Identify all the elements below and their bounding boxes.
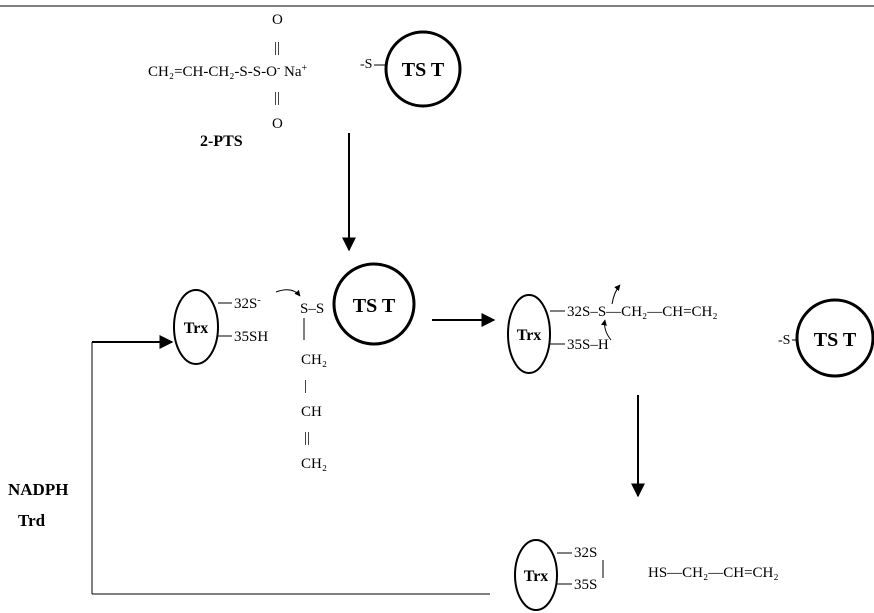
s32-label: 32S- (234, 295, 261, 313)
s35h-label: 35SH (234, 329, 268, 345)
tst-label: TS T (814, 329, 857, 351)
oxygen-bottom: O (272, 116, 283, 132)
chain-ch: CH (301, 404, 322, 420)
products-bottom: Trx 32S 35S HS—CH₂—CH=CH₂ (514, 539, 779, 611)
double-bond-bottom: || (274, 90, 280, 106)
tst-circle (384, 30, 462, 108)
s32-label: 32S (574, 545, 597, 561)
label-2pts: 2-PTS (200, 133, 243, 150)
tst-label: TS T (353, 295, 396, 317)
trx-label: Trx (184, 320, 209, 337)
trx-oval (507, 294, 551, 374)
chain-ch2-bottom: CH₂ (301, 456, 327, 472)
trx-label: Trx (517, 327, 542, 344)
double-bond-top: || (274, 40, 280, 56)
complex-trx-allyl: Trx 32S–S—CH₂—CH=CH₂ 35S–H -S TS T (507, 284, 874, 378)
thiol-row-2: 35S–H (567, 337, 609, 353)
allyl-mercaptan: HS—CH₂—CH=CH₂ (648, 565, 779, 581)
tst-circle (332, 262, 416, 346)
chain-bond: | (304, 378, 307, 394)
s35-label: 35S (574, 577, 597, 593)
chain-double-bond: || (304, 430, 310, 446)
nadph-label: NADPH (8, 480, 68, 499)
reactant-2pts: O || CH₂=CH-CH₂-S-S-O- Na+ || O 2-PTS (148, 12, 308, 150)
oxygen-top: O (272, 12, 283, 28)
tst-enzyme-top: -S TS T (360, 30, 462, 108)
tst-label: TS T (402, 59, 445, 81)
ss-label: S–S (300, 301, 324, 317)
electron-arrow-up (611, 284, 621, 305)
formula-2pts: CH₂=CH-CH₂-S-S-O- Na+ (148, 63, 308, 81)
trx-oval (514, 539, 558, 611)
complex-trx-tst: Trx 32S- 35SH S–S TS T CH₂ | CH || CH₂ (173, 262, 416, 472)
thiol-row-1: 32S–S—CH₂—CH=CH₂ (567, 304, 718, 320)
tst-circle (795, 298, 874, 378)
electron-arrow (275, 289, 301, 297)
trd-label: Trd (18, 511, 46, 530)
chain-ch2-top: CH₂ (301, 352, 327, 368)
trx-label: Trx (524, 568, 549, 585)
s-minus-label: -S (778, 333, 790, 348)
trx-oval (173, 289, 219, 365)
electron-arrow-attack (601, 319, 612, 341)
s-minus-label: -S (360, 57, 372, 72)
